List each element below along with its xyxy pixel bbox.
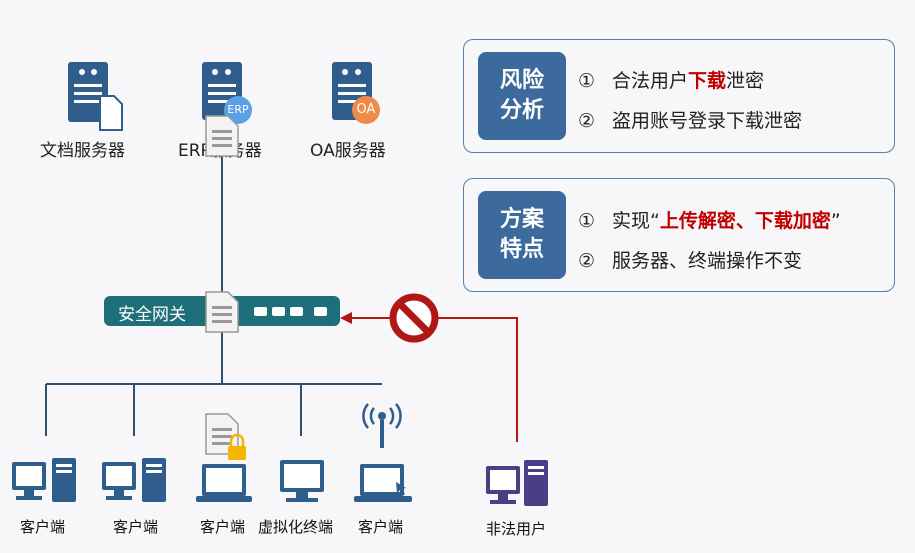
client-label: 客户端 — [358, 518, 404, 536]
client-label: 客户端 — [113, 518, 159, 536]
laptop-icon — [354, 464, 412, 502]
item-number: ① — [578, 210, 596, 232]
document-icon — [204, 290, 240, 338]
gateway-led — [314, 307, 327, 316]
wireless-icon — [362, 402, 402, 454]
item-text: 泄密 — [726, 70, 765, 92]
item-text: 服务器、终端操作不变 — [612, 250, 803, 272]
monitor-icon — [280, 460, 324, 502]
illegal-user-computer — [484, 458, 554, 516]
client-laptop — [194, 462, 254, 510]
oa-badge: OA — [352, 96, 380, 124]
feature-title-line1: 方案 — [499, 207, 544, 232]
desktop-icon — [102, 458, 166, 502]
client-desktop — [100, 456, 170, 510]
item-number: ② — [578, 250, 596, 272]
feature-item-1: ① 实现“上传解密、下载加密” — [578, 206, 841, 233]
item-number: ① — [578, 70, 596, 92]
client-label: 客户端 — [200, 518, 246, 536]
risk-title-badge: 风险 分析 — [478, 52, 566, 140]
gateway-label: 安全网关 — [118, 305, 186, 325]
item-text: 盗用账号登录下载泄密 — [612, 110, 803, 132]
client-desktop — [10, 456, 80, 510]
oa-server-label: OA服务器 — [310, 141, 386, 161]
client-label: 客户端 — [20, 518, 66, 536]
item-highlight: 下载 — [688, 70, 727, 92]
feature-title-badge: 方案 特点 — [478, 191, 566, 279]
block-icon — [388, 292, 440, 348]
doc-server — [60, 62, 130, 132]
risk-title-line2: 分析 — [499, 98, 544, 123]
gateway-led — [290, 307, 303, 316]
gateway-led — [254, 307, 267, 316]
illegal-user-label: 非法用户 — [486, 520, 547, 538]
document-icon — [204, 114, 240, 162]
desktop-icon — [12, 458, 76, 502]
risk-title-line1: 风险 — [499, 68, 544, 93]
virtual-terminal — [278, 458, 326, 510]
item-highlight: 上传解密、下载加密 — [659, 210, 831, 232]
item-number: ② — [578, 110, 596, 132]
laptop-icon — [196, 464, 252, 502]
item-text: 合法用户 — [612, 70, 689, 92]
client-label: 虚拟化终端 — [258, 518, 334, 536]
gateway-led — [272, 307, 285, 316]
doc-server-label: 文档服务器 — [40, 141, 125, 161]
risk-item-2: ② 盗用账号登录下载泄密 — [578, 106, 802, 133]
server-icon — [68, 62, 123, 131]
document-lock-icon — [204, 412, 250, 468]
item-text: 实现“ — [612, 210, 660, 232]
item-text: ” — [830, 210, 841, 232]
desktop-icon — [486, 460, 548, 506]
risk-item-1: ① 合法用户下载泄密 — [578, 66, 764, 93]
feature-item-2: ② 服务器、终端操作不变 — [578, 246, 802, 273]
client-laptop — [352, 462, 414, 510]
feature-title-line2: 特点 — [499, 237, 544, 262]
